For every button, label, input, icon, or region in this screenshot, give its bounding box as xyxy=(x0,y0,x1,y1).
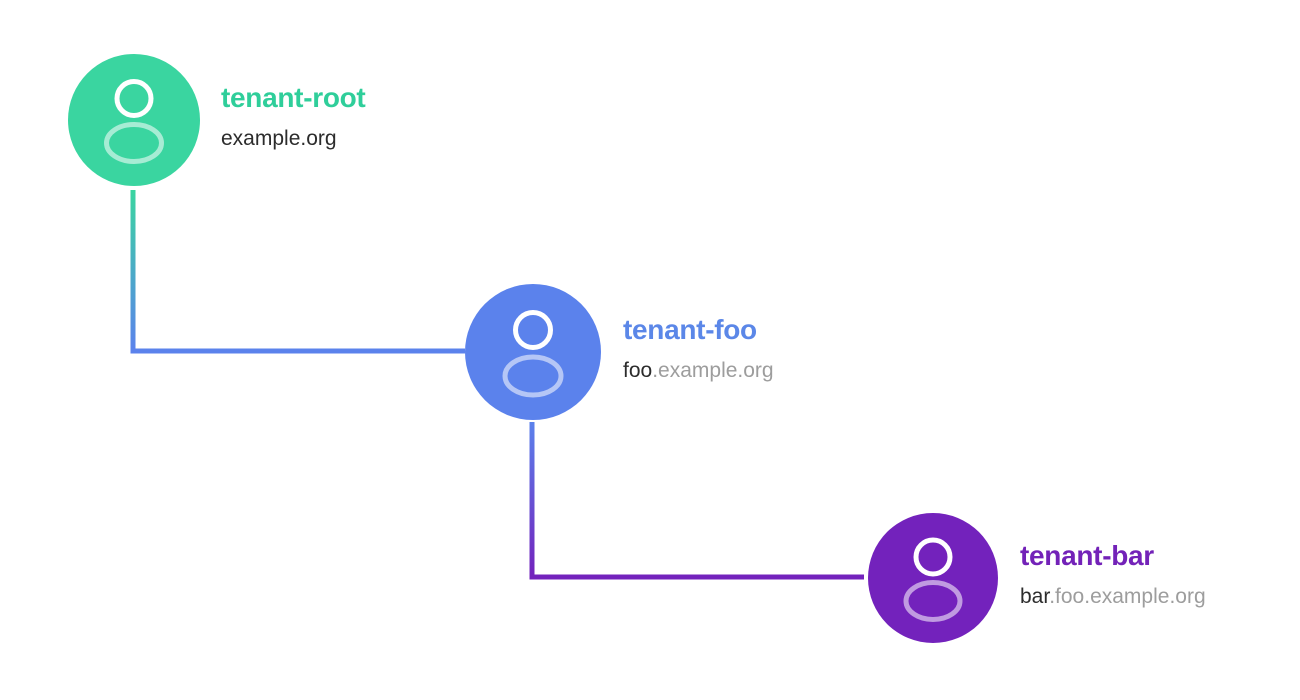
tenant-bar-avatar[interactable] xyxy=(868,513,998,643)
tenant-root-text: tenant-root example.org xyxy=(221,81,366,158)
connector-root-to-foo xyxy=(130,190,465,354)
person-icon xyxy=(502,310,564,398)
tenant-bar-title: tenant-bar xyxy=(1020,539,1154,571)
tenant-foo-domain: foo.example.org xyxy=(623,359,774,383)
person-icon xyxy=(903,537,963,622)
tenant-node-tenant-foo[interactable]: tenant-foo foo.example.org xyxy=(465,284,774,420)
tenant-bar-text: tenant-bar bar.foo.example.org xyxy=(1020,539,1206,616)
tenant-root-avatar[interactable] xyxy=(68,54,200,186)
tenant-bar-domain-head: bar xyxy=(1020,585,1050,609)
tenant-node-tenant-bar[interactable]: tenant-bar bar.foo.example.org xyxy=(868,513,1206,643)
tenant-root-domain: example.org xyxy=(221,127,365,151)
tenant-foo-domain-tail: .example.org xyxy=(652,359,774,383)
tenant-foo-title: tenant-foo xyxy=(623,313,757,345)
tenant-node-tenant-root[interactable]: tenant-root example.org xyxy=(68,54,366,186)
connector-foo-to-bar xyxy=(529,422,864,580)
tenant-foo-avatar[interactable] xyxy=(465,284,601,420)
tenant-root-title: tenant-root xyxy=(221,81,366,113)
tenant-bar-domain-tail: .foo.example.org xyxy=(1049,585,1206,609)
tenant-foo-text: tenant-foo foo.example.org xyxy=(623,313,774,390)
tenant-foo-domain-head: foo xyxy=(623,359,653,383)
person-icon xyxy=(104,79,164,164)
tenant-root-domain-head: example.org xyxy=(221,127,337,151)
tenant-bar-domain: bar.foo.example.org xyxy=(1020,585,1206,609)
